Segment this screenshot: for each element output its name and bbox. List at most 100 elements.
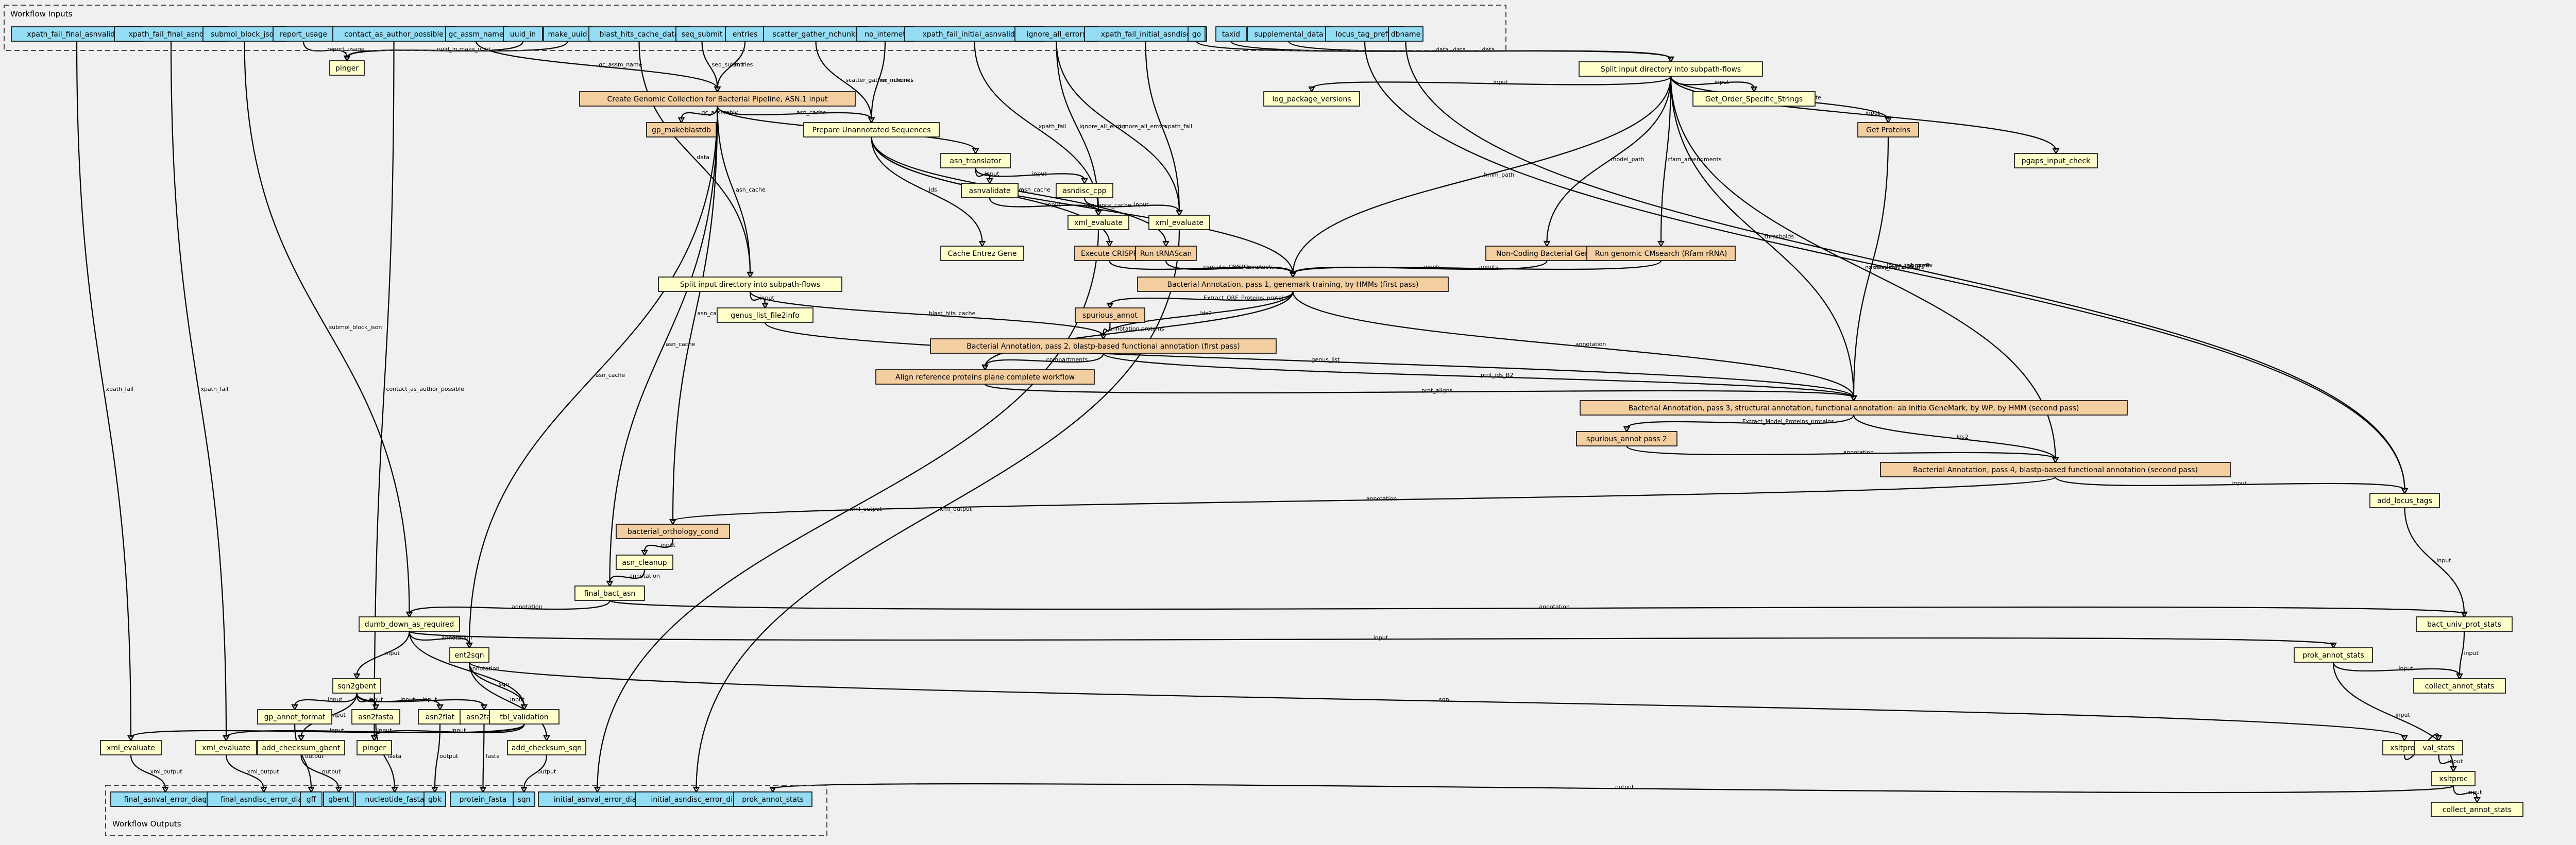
edge-label: input bbox=[2399, 665, 2414, 672]
edge-line bbox=[717, 106, 872, 120]
edge-arrowhead bbox=[1667, 56, 1674, 63]
node-i15: ignore_all_errors bbox=[1014, 26, 1098, 42]
edge-s_asnval-s_xmleval1: input bbox=[989, 197, 1102, 217]
edge-line bbox=[672, 106, 718, 522]
edge-arrowhead bbox=[981, 364, 989, 371]
edge-line bbox=[974, 41, 1099, 213]
edge-label: prot_ids_B2 bbox=[1481, 372, 1514, 378]
node-label: make_uuid bbox=[548, 30, 587, 39]
edge-label: lds2 bbox=[1957, 434, 1969, 440]
edge-s_valstats-s_xslt2: input bbox=[2438, 754, 2463, 773]
node-box bbox=[351, 709, 400, 725]
edge-label: ignore_all_errors bbox=[1079, 123, 1126, 130]
node-label: asn2fasta bbox=[358, 713, 394, 721]
edge-line bbox=[225, 754, 265, 789]
edge-line bbox=[609, 569, 646, 583]
edge-arrowhead bbox=[1106, 240, 1113, 248]
edge-arrowhead bbox=[1308, 86, 1315, 93]
edge-arrowhead bbox=[714, 86, 721, 93]
edge-label: rfam_amendments bbox=[1668, 156, 1722, 163]
edge-line bbox=[434, 723, 441, 789]
node-box bbox=[2431, 771, 2476, 786]
node-s_asn2fasta1: asn2fasta bbox=[351, 709, 400, 725]
node-o7: protein_fasta bbox=[450, 791, 516, 807]
node-label: spurious_annot pass 2 bbox=[1586, 435, 1667, 443]
node-w_create: Create Genomic Collection for Bacterial … bbox=[579, 91, 856, 107]
edge-arrowhead bbox=[1162, 240, 1170, 248]
node-s_collect1: collect_annot_stats bbox=[2413, 678, 2506, 694]
node-s_ping2: pinger bbox=[357, 740, 392, 755]
node-s_asnval: asnvalidate bbox=[961, 183, 1019, 198]
node-w_pass2: Bacterial Annotation, pass 2, blastp-bas… bbox=[930, 338, 1277, 354]
edge-s_split1-s_logver: input bbox=[1308, 76, 1672, 93]
edge-arrowhead bbox=[2401, 735, 2408, 742]
node-box bbox=[195, 740, 257, 755]
edge-w_ortho-s_asnclean: input bbox=[641, 538, 675, 557]
edge-label: input bbox=[1032, 170, 1047, 177]
edge-label: sqn bbox=[1439, 696, 1449, 703]
node-label: Bacterial Annotation, pass 1, genemark t… bbox=[1167, 281, 1418, 289]
edge-arrowhead bbox=[431, 786, 438, 794]
edge-w_pass2-w_align: compartments bbox=[981, 353, 1104, 371]
edge-label: input bbox=[760, 295, 775, 301]
workflow-inputs-label: Workflow Inputs bbox=[10, 9, 72, 19]
node-box bbox=[1215, 26, 1247, 42]
edge-line bbox=[1292, 291, 1855, 398]
edge-arrowhead bbox=[2330, 642, 2337, 649]
edge-line bbox=[749, 291, 766, 305]
edge-label: data bbox=[1436, 46, 1449, 53]
node-s_asn2flat: asn2flat bbox=[418, 709, 462, 725]
node-label: asnvalidate bbox=[969, 187, 1011, 195]
node-s_addsqn: add_checksum_sqn bbox=[507, 740, 586, 755]
edge-arrowhead bbox=[370, 735, 378, 742]
node-box bbox=[1580, 400, 2128, 416]
node-label: add_checksum_gbent bbox=[262, 744, 341, 752]
node-label: final_asnval_error_diag bbox=[124, 796, 207, 804]
edge-w_pass1-s_spur1: Extract_ORF_Proteins_proteins bbox=[1106, 291, 1294, 309]
node-s_final: final_bact_asn bbox=[574, 585, 645, 601]
node-o3: gff bbox=[300, 791, 323, 807]
edge-line bbox=[815, 41, 872, 120]
node-s_sqn2gbent: sqn2gbent bbox=[332, 678, 381, 694]
node-s_xmleval2: xml_evaluate bbox=[1148, 215, 1210, 230]
node-i5: contact_as_author_possible bbox=[332, 26, 455, 42]
edge-line bbox=[1083, 197, 1180, 213]
edge-label: submol_block_json bbox=[329, 324, 382, 331]
edge-label: annotation bbox=[1575, 341, 1606, 348]
node-i8: make_uuid bbox=[543, 26, 592, 42]
edge-label: input bbox=[385, 650, 400, 657]
node-label: contact_as_author_possible bbox=[344, 30, 444, 39]
node-label: gff bbox=[307, 796, 316, 804]
edge-line bbox=[2055, 476, 2405, 491]
node-s_split1: Split input directory into subpath-flows bbox=[1579, 61, 1763, 77]
edge-line bbox=[374, 723, 525, 738]
node-box bbox=[1137, 277, 1449, 292]
edge-label: thresholds bbox=[1765, 233, 1794, 240]
edge-label: annotation bbox=[469, 665, 500, 672]
node-s_ping1: pinger bbox=[329, 60, 365, 76]
node-i12: scatter_gather_nchunks bbox=[763, 26, 869, 42]
edge-label: input bbox=[2436, 557, 2451, 564]
edge-arrowhead bbox=[1657, 240, 1665, 248]
edge-line bbox=[1626, 445, 2056, 460]
edge-s_split1-s_pgaps: input bbox=[1670, 76, 2060, 155]
edge-line bbox=[2438, 754, 2454, 769]
edge-s_xmlev4-o2: xml_output bbox=[225, 754, 279, 794]
node-i16: xpath_fail_initial_asndisc bbox=[1084, 26, 1207, 42]
node-o6: gbk bbox=[423, 791, 446, 807]
edge-line bbox=[482, 723, 485, 789]
edge-s_univ-s_collect1: input bbox=[2456, 631, 2479, 680]
edge-line bbox=[468, 662, 548, 738]
node-o11: prok_annot_stats bbox=[733, 791, 812, 807]
node-box bbox=[616, 555, 673, 570]
edge-s_final-s_univ: annotation bbox=[609, 600, 2468, 618]
edge-label: gc_assm_name bbox=[599, 61, 642, 68]
edge-line bbox=[1109, 260, 1294, 274]
node-box bbox=[449, 647, 489, 663]
node-s_univ: bact_univ_prot_stats bbox=[2416, 616, 2513, 632]
edge-label: compartments bbox=[1046, 356, 1088, 363]
node-label: xsltproc bbox=[2439, 775, 2468, 783]
edge-label: annotation bbox=[629, 573, 660, 579]
node-box bbox=[2431, 802, 2523, 817]
edge-s_asn2fasta1-o5: fasta bbox=[375, 723, 401, 794]
